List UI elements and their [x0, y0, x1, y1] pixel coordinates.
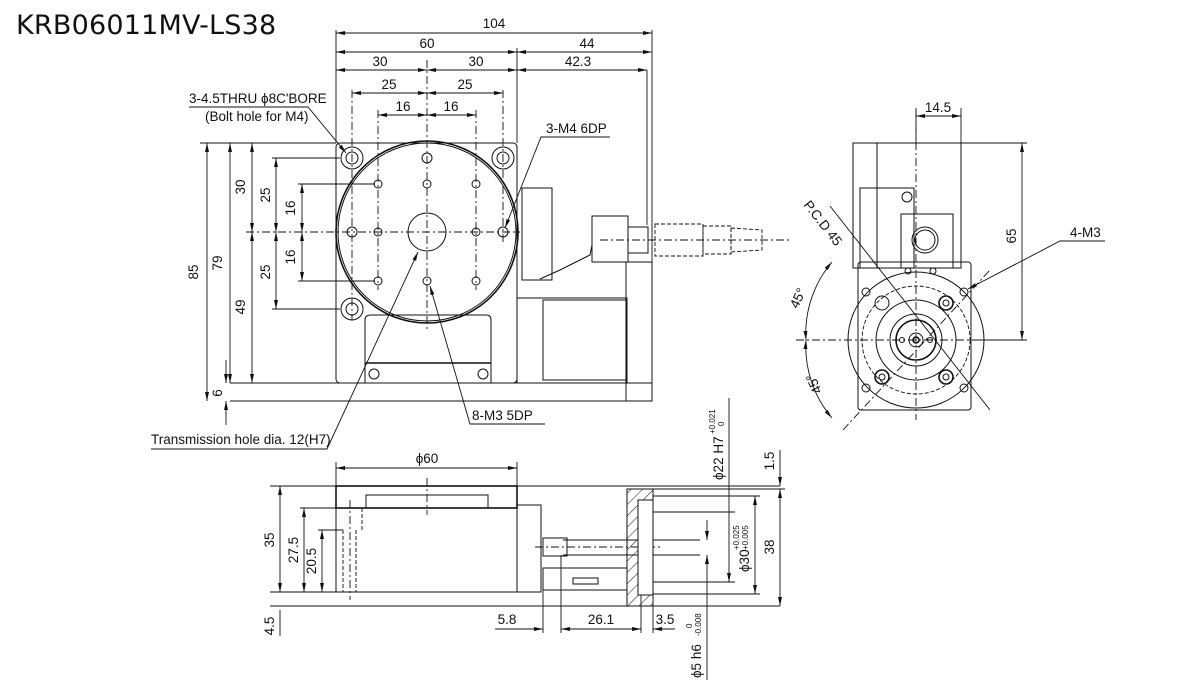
dim-shaft-5-label: ϕ5 h6 — [689, 644, 704, 678]
callout-pcd: P.C.D 45 — [801, 198, 845, 249]
dim-foot-6: 6 — [210, 389, 225, 397]
dim-motor-inner: 42.3 — [565, 54, 591, 69]
dim-26-1: 26.1 — [588, 612, 614, 627]
dim-flange-38: 38 — [762, 539, 777, 554]
dim-table-diameter: ϕ60 — [416, 451, 439, 466]
dim-pilot-30-lower: +0.005 — [741, 525, 750, 550]
side-view-dimensions: ϕ60 35 27.5 20.5 4.5 5.8 26.1 3.5 ϕ22 H7… — [262, 398, 785, 680]
callout-4-m3: 4-M3 — [1070, 225, 1101, 240]
callout-tapped-top: 8-M3 5DP — [472, 408, 533, 423]
top-view-dimensions: 104 60 44 30 30 42.3 25 25 16 16 85 79 3… — [186, 16, 653, 425]
dim-height-20-5: 20.5 — [304, 548, 319, 574]
dim-right-half: 30 — [468, 54, 483, 69]
dim-angle-lower: 45° — [803, 371, 825, 396]
callout-bolt-hole: 3-4.5THRU ϕ8C'BORE — [189, 91, 327, 106]
dim-pilot-30-label: ϕ30 — [737, 549, 752, 572]
dim-lower-25: 25 — [258, 264, 273, 279]
callout-bolt-hole-note: (Bolt hole for M4) — [205, 109, 309, 124]
dim-lower-16: 16 — [283, 249, 298, 264]
motor-body — [542, 299, 628, 381]
base-side — [335, 507, 518, 593]
dim-angle-upper: 45° — [787, 286, 809, 311]
dim-upper-16: 16 — [283, 200, 298, 215]
dim-hole-left-16: 16 — [395, 99, 410, 114]
bolt-holes — [340, 146, 515, 321]
dim-3-5: 3.5 — [656, 612, 675, 627]
dim-overall-length: 104 — [483, 16, 506, 31]
dim-upper-25: 25 — [258, 187, 273, 202]
motor-shaft-body — [542, 567, 628, 591]
top-view — [230, 60, 790, 402]
dim-lower-49: 49 — [233, 299, 248, 314]
dim-5-8: 5.8 — [498, 612, 517, 627]
dim-pilot-30-upper: +0.025 — [732, 525, 741, 550]
callout-tapped-side: 3-M4 6DP — [546, 121, 607, 136]
dim-base-height: 79 — [210, 255, 225, 270]
dim-height-35: 35 — [262, 532, 277, 547]
dim-motor-length: 44 — [579, 36, 595, 51]
end-view-dimensions: 14.5 65 45° 45° P.C.D 45 4-M3 — [787, 100, 1105, 396]
drawing-title: KRB06011MV-LS38 — [16, 10, 277, 41]
dim-end-height: 65 — [1004, 228, 1019, 243]
motor-flange — [857, 261, 972, 411]
dim-upper-30: 30 — [233, 179, 248, 194]
dim-height-27-5: 27.5 — [286, 537, 301, 563]
dim-shaft-5-upper: 0 — [685, 623, 694, 628]
callout-transmission-hole: Transmission hole dia. 12(H7) — [151, 432, 331, 447]
dim-hole-right-16: 16 — [443, 99, 458, 114]
dim-left-half: 30 — [372, 54, 387, 69]
tapped-holes — [346, 152, 509, 286]
dim-bore-22-lower: 0 — [717, 421, 726, 426]
dim-overall-height: 85 — [186, 264, 201, 279]
end-view — [796, 110, 1000, 431]
connector-housing — [591, 215, 629, 263]
dim-foot-4-5: 4.5 — [262, 617, 277, 636]
dim-end-width: 14.5 — [925, 100, 951, 115]
base-plate-outline — [335, 142, 518, 384]
dim-shaft-5-lower: -0.008 — [694, 613, 703, 636]
dim-hole-left-25: 25 — [381, 77, 396, 92]
side-view — [270, 478, 780, 607]
worm-housing — [521, 187, 553, 281]
dim-1-5: 1.5 — [762, 452, 777, 471]
dim-bore-22-upper: +0.021 — [708, 409, 717, 434]
table-side — [335, 485, 518, 509]
dim-table-width: 60 — [419, 36, 434, 51]
dim-hole-right-25: 25 — [457, 77, 472, 92]
dim-bore-22-label: ϕ22 H7 — [711, 436, 726, 480]
top-view-callouts: 3-4.5THRU ϕ8C'BORE (Bolt hole for M4) 3-… — [151, 91, 610, 450]
